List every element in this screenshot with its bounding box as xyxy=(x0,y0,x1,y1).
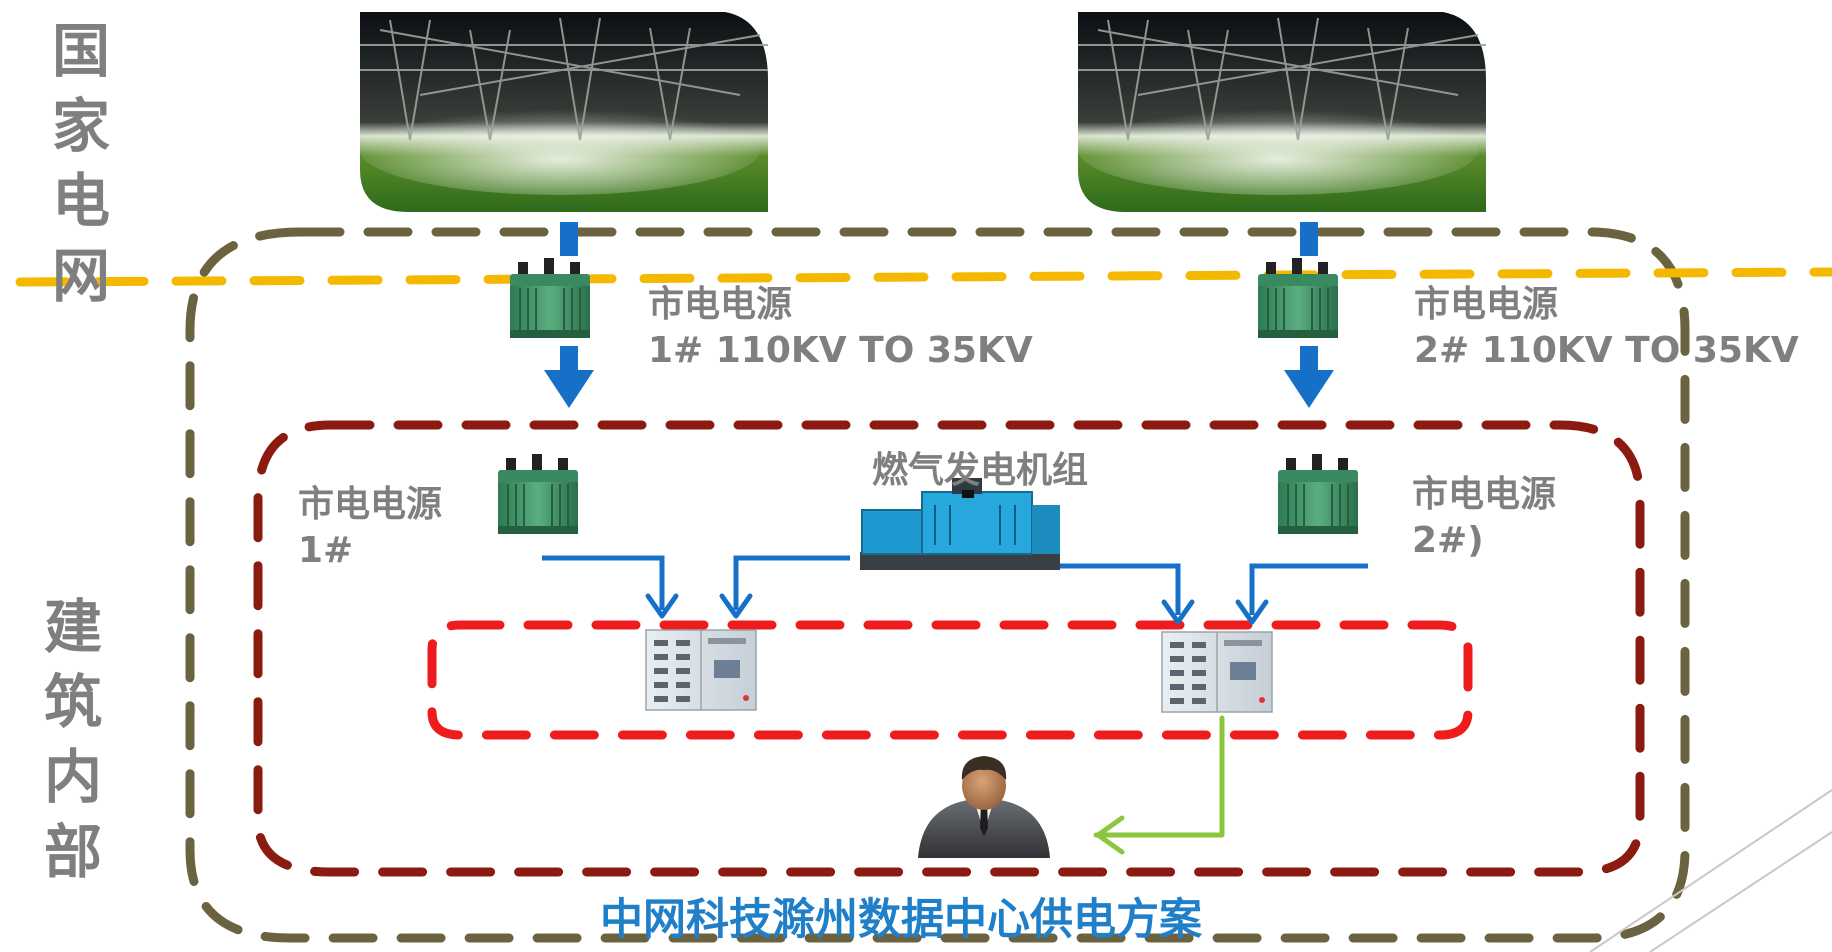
output-arrow xyxy=(1093,715,1225,855)
substation-photo-2 xyxy=(1078,12,1486,212)
grid-boundary-line xyxy=(15,267,1832,287)
utility-source-2-label: 市电电源 2# 110KV TO 35KV xyxy=(1414,282,1799,374)
inner-source-2-label: 市电电源 2#) xyxy=(1412,472,1556,564)
inner-source-2-line1: 市电电源 xyxy=(1412,474,1557,515)
utility-2-line2: 2# 110KV TO 35KV xyxy=(1414,330,1799,371)
arrowhead-3 xyxy=(1161,599,1195,625)
building-label-char-2: 筑 xyxy=(43,668,102,736)
decorative-corner-lines xyxy=(1589,789,1832,952)
building-label-char-1: 建 xyxy=(43,593,102,661)
grid-label-char-3: 电 xyxy=(51,167,110,235)
transformer-icon-source-2 xyxy=(1277,453,1359,535)
distribution-lines xyxy=(542,555,1368,615)
arrowhead-2 xyxy=(719,593,753,619)
national-grid-label: 国 家 电 网 xyxy=(46,14,116,314)
operator-person-icon xyxy=(918,756,1050,858)
switchgear-cabinet-icon-2 xyxy=(1161,631,1273,713)
building-interior-label: 建 筑 内 部 xyxy=(38,590,108,890)
inner-source-1-label: 市电电源 1# xyxy=(298,482,442,574)
inner-source-1-line1: 市电电源 xyxy=(298,484,443,525)
grid-label-char-4: 网 xyxy=(51,242,110,310)
feeder-arrow-1 xyxy=(544,222,594,408)
transformer-icon-utility-1 xyxy=(509,257,591,339)
utility-1-line2: 1# 110KV TO 35KV xyxy=(648,330,1033,371)
arrowhead-4 xyxy=(1235,599,1269,625)
arrowhead-1 xyxy=(645,593,679,619)
grid-label-char-2: 家 xyxy=(51,92,110,160)
switchgear-cabinet-icon-1 xyxy=(645,629,757,711)
utility-source-1-label: 市电电源 1# 110KV TO 35KV xyxy=(648,282,1033,374)
transformer-icon-source-1 xyxy=(497,453,579,535)
substation-photo-1 xyxy=(360,12,768,212)
inner-boundary xyxy=(253,420,1645,877)
diagram-title: 中网科技滁州数据中心供电方案 xyxy=(600,895,1202,945)
gas-generator-label: 燃气发电机组 xyxy=(872,450,1089,491)
gas-generator-icon xyxy=(860,478,1060,570)
inner-source-1-line2: 1# xyxy=(298,530,354,571)
building-label-char-3: 内 xyxy=(43,743,102,811)
inner-source-2-line2: 2#) xyxy=(1412,520,1484,561)
switchgear-boundary xyxy=(427,620,1473,740)
transformer-icon-utility-2 xyxy=(1257,257,1339,339)
feeder-arrow-2 xyxy=(1284,222,1334,408)
grid-label-char-1: 国 xyxy=(51,17,110,85)
utility-2-line1: 市电电源 xyxy=(1414,284,1559,325)
building-label-char-4: 部 xyxy=(43,818,102,886)
utility-1-line1: 市电电源 xyxy=(648,284,793,325)
